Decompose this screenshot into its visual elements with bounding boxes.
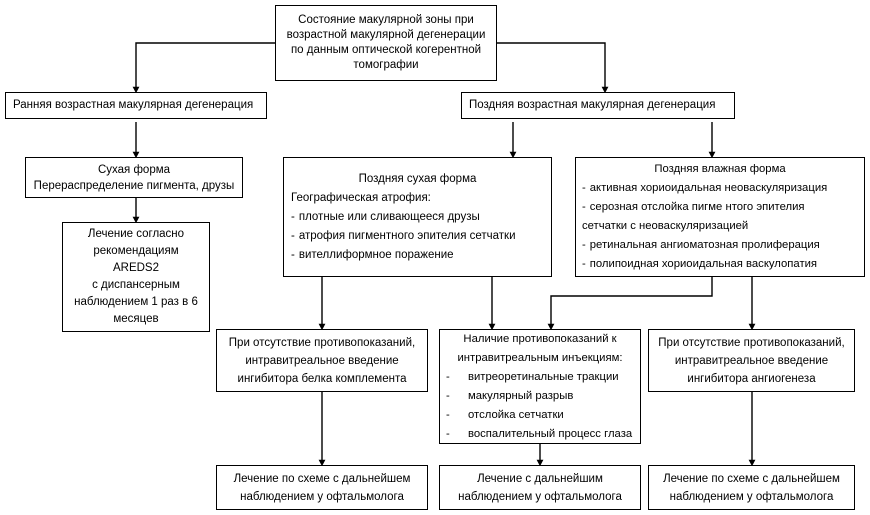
- node-no-contraindications-left[interactable]: При отсутствие противопоказаний, интрави…: [216, 329, 428, 392]
- bullet-dash-icon: -: [582, 239, 586, 251]
- node-outcome-left-line-1: Лечение по схеме с дальнейшем: [233, 472, 411, 485]
- node-root-line-3: по данным оптической когерентной: [290, 44, 482, 56]
- node-late-dry-item-2-text: атрофия пигментного эпителия сетчатки: [298, 229, 516, 242]
- node-dry-form-line-2: Перераспределение пигмента, друзы: [33, 179, 235, 192]
- node-contraindications[interactable]: Наличие противопоказаний к интравитреаль…: [439, 329, 641, 444]
- edge-root-to-late: [497, 42, 609, 94]
- edge-latewet-to-contra: [547, 277, 713, 331]
- node-dry-form[interactable]: Сухая форма Перераспределение пигмента, …: [25, 157, 243, 198]
- node-late-wet[interactable]: Поздняя влажная форма - активная хориоид…: [575, 157, 865, 277]
- bullet-dash-icon: -: [291, 229, 295, 242]
- node-outcome-left-line-2: наблюдением у офтальмолога: [240, 490, 404, 503]
- node-late-dry-item-1: - плотные или сливающееся друзы: [291, 208, 544, 227]
- node-outcome-mid[interactable]: Лечение с дальнейшим наблюдением у офтал…: [439, 465, 641, 510]
- node-contra-title-line-1: Наличие противопоказаний к: [463, 332, 617, 345]
- node-no-contra-left-line-1: При отсутствие противопоказаний,: [228, 336, 416, 349]
- node-contra-item-4: - воспалительный процесс глаза: [446, 425, 634, 444]
- node-root-line-1: Состояние макулярной зоны при: [298, 14, 474, 26]
- node-late-dry-subtitle: Географическая атрофия:: [291, 191, 431, 204]
- node-outcome-mid-line-1: Лечение с дальнейшим: [477, 472, 603, 485]
- node-late-wet-item-2-text: серозная отслойка пигме нтого эпителия: [589, 201, 805, 213]
- edge-root-to-early: [132, 42, 275, 94]
- node-contra-item-1-text: витреоретинальные тракции: [468, 370, 619, 383]
- node-areds-treatment[interactable]: Лечение согласно рекомендациям AREDS2 с …: [62, 222, 210, 332]
- node-early-amd[interactable]: Ранняя возрастная макулярная дегенерация: [5, 92, 267, 119]
- node-contra-item-3: - отслойка сетчатки: [446, 406, 634, 425]
- node-late-dry-item-2: - атрофия пигментного эпителия сетчатки: [291, 227, 544, 246]
- node-root[interactable]: Состояние макулярной зоны при возрастной…: [275, 5, 497, 81]
- node-late-amd[interactable]: Поздняя возрастная макулярная дегенераци…: [461, 92, 735, 119]
- node-early-amd-label: Ранняя возрастная макулярная дегенерация: [13, 99, 254, 111]
- node-outcome-mid-line-2: наблюдением у офтальмолога: [458, 490, 622, 503]
- node-outcome-right-line-1: Лечение по схеме с дальнейшем: [663, 472, 840, 485]
- node-no-contra-right-line-3: ингибитора ангиогенеза: [687, 372, 816, 385]
- node-areds-line-4: с диспансерным: [92, 279, 180, 291]
- node-no-contra-left-line-3: ингибитора белка комплемента: [237, 372, 407, 385]
- node-late-wet-item-3-text: ретинальная ангиоматозная пролиферация: [589, 239, 820, 251]
- bullet-dash-icon: -: [446, 427, 450, 440]
- node-areds-line-2: рекомендациям: [93, 245, 179, 257]
- node-late-dry-title: Поздняя сухая форма: [358, 172, 477, 185]
- bullet-dash-icon: -: [582, 258, 586, 270]
- node-late-wet-item-4-text: полипоидная хориоидальная васкулопатия: [589, 258, 818, 270]
- bullet-dash-icon: -: [446, 389, 450, 402]
- node-no-contra-right-line-1: При отсутствие противопоказаний,: [658, 336, 845, 349]
- node-contra-item-1: - витреоретинальные тракции: [446, 368, 634, 387]
- node-late-wet-item-4: - полипоидная хориоидальная васкулопатия: [582, 255, 858, 274]
- node-contra-item-2: - макулярный разрыв: [446, 387, 634, 406]
- node-root-line-4: томографии: [353, 59, 419, 71]
- node-late-wet-item-2: - серозная отслойка пигме нтого эпителия: [582, 198, 858, 217]
- node-outcome-left[interactable]: Лечение по схеме с дальнейшем наблюдение…: [216, 465, 428, 510]
- bullet-dash-icon: -: [582, 182, 586, 194]
- node-outcome-right[interactable]: Лечение по схеме с дальнейшем наблюдение…: [648, 465, 855, 510]
- bullet-dash-icon: -: [446, 370, 450, 383]
- node-late-wet-item-1: - активная хориоидальная неоваскуляризац…: [582, 179, 858, 198]
- node-dry-form-line-1: Сухая форма: [97, 163, 171, 176]
- node-late-amd-label: Поздняя возрастная макулярная дегенераци…: [469, 99, 716, 111]
- node-no-contra-right-line-2: интравитреальное введение: [674, 354, 829, 367]
- node-contra-item-4-text: воспалительный процесс глаза: [468, 427, 633, 440]
- bullet-dash-icon: -: [582, 201, 586, 213]
- node-late-dry-item-3-text: вителлиформное поражение: [298, 248, 454, 261]
- node-contra-item-3-text: отслойка сетчатки: [468, 408, 564, 421]
- bullet-dash-icon: -: [291, 210, 295, 223]
- node-late-wet-item-2-continuation: сетчатки с неоваскуляризацией: [582, 220, 749, 232]
- node-late-wet-item-3: - ретинальная ангиоматозная пролиферация: [582, 236, 858, 255]
- node-late-wet-item-1-text: активная хориоидальная неоваскуляризация: [589, 182, 828, 194]
- node-no-contraindications-right[interactable]: При отсутствие противопоказаний, интрави…: [648, 329, 855, 392]
- bullet-dash-icon: -: [446, 408, 450, 421]
- node-late-dry[interactable]: Поздняя сухая форма Географическая атроф…: [283, 157, 552, 277]
- node-no-contra-left-line-2: интравитреальное введение: [245, 354, 399, 367]
- node-late-dry-item-1-text: плотные или сливающееся друзы: [298, 210, 480, 223]
- node-areds-line-3: AREDS2: [112, 262, 160, 274]
- node-areds-line-6: месяцев: [113, 313, 159, 325]
- bullet-dash-icon: -: [291, 248, 295, 261]
- node-root-line-2: возрастной макулярной дегенерации: [286, 29, 486, 41]
- node-late-wet-title: Поздняя влажная форма: [654, 163, 786, 175]
- node-areds-line-1: Лечение согласно: [87, 228, 185, 240]
- node-areds-line-5: наблюдением 1 раз в 6: [74, 296, 198, 308]
- node-contra-title-line-2: интравитреальным инъекциям:: [457, 351, 623, 364]
- node-contra-item-2-text: макулярный разрыв: [468, 389, 574, 402]
- node-late-dry-item-3: - вителлиформное поражение: [291, 246, 544, 265]
- node-outcome-right-line-2: наблюдением у офтальмолога: [669, 490, 834, 503]
